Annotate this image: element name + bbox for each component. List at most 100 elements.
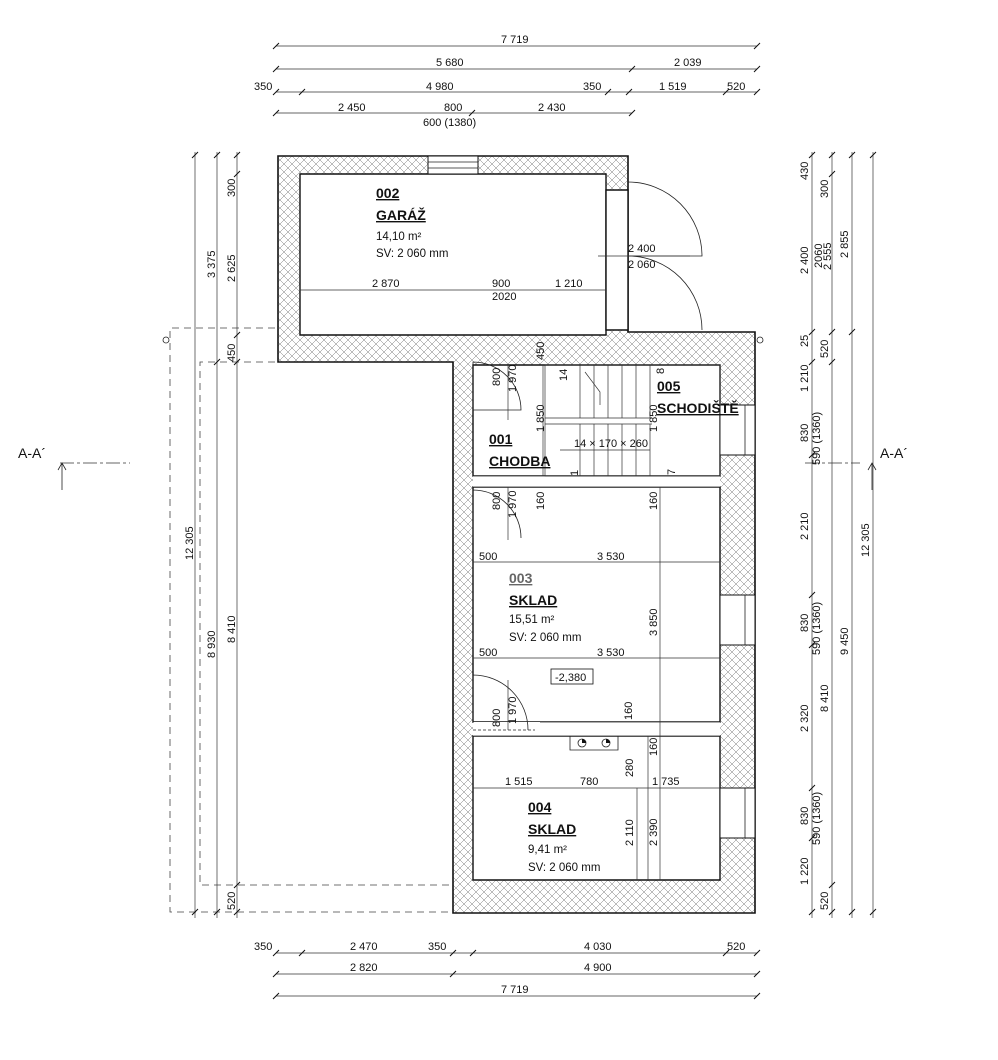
dim-text: 1 735 bbox=[652, 776, 680, 788]
dim-text: 9 450 bbox=[839, 627, 851, 655]
dim-text: 8 410 bbox=[226, 615, 238, 643]
dim-text: 2020 bbox=[492, 291, 516, 303]
room-name: SCHODIŠTĚ bbox=[657, 399, 739, 416]
level-mark: -2,380 bbox=[550, 668, 594, 685]
dim-text: 2 820 bbox=[350, 962, 378, 974]
interior-dimensions: 2 870 900 1 210 2020 2 400 2 060 800 1 9… bbox=[372, 243, 680, 846]
dim-text: 7 bbox=[666, 469, 678, 475]
walls bbox=[277, 155, 756, 914]
dim-text: 590 (1360) bbox=[811, 792, 823, 845]
dim-text: 830 bbox=[799, 807, 811, 825]
room-height: SV: 2 060 mm bbox=[376, 248, 448, 260]
doors bbox=[472, 181, 703, 731]
room-name: CHODBA bbox=[489, 453, 550, 469]
dim-text: 520 bbox=[727, 941, 745, 953]
dim-text: 1 519 bbox=[659, 81, 687, 93]
dim-text: 4 030 bbox=[584, 941, 612, 953]
dim-text: 2 625 bbox=[226, 254, 238, 282]
dim-text: 2 039 bbox=[674, 57, 702, 69]
dim-text: 800 bbox=[491, 492, 503, 510]
dim-text: 600 (1380) bbox=[423, 117, 476, 129]
room-height: SV: 2 060 mm bbox=[528, 862, 600, 874]
dim-text: 1 210 bbox=[799, 364, 811, 392]
dim-text: 2 555 bbox=[822, 242, 834, 270]
dim-text: 350 bbox=[583, 81, 601, 93]
dim-text: 1 850 bbox=[535, 404, 547, 432]
dim-text: 500 bbox=[479, 551, 497, 563]
dim-text: 2 110 bbox=[624, 819, 636, 846]
dim-text: 2 400 bbox=[799, 246, 811, 274]
dim-text: 830 bbox=[799, 614, 811, 632]
dim-text: 12 305 bbox=[184, 526, 196, 560]
dim-text: 8 930 bbox=[206, 630, 218, 658]
dim-text: 160 bbox=[648, 492, 660, 510]
dim-text: 8 bbox=[655, 368, 667, 374]
section-label-right: A-A´ bbox=[880, 445, 908, 461]
dim-text: 3 850 bbox=[648, 608, 660, 636]
dim-text: 1 970 bbox=[507, 490, 519, 518]
dim-text: 2 210 bbox=[799, 512, 811, 540]
dim-text: 2 470 bbox=[350, 941, 378, 953]
dim-text: 450 bbox=[535, 342, 547, 360]
dim-text: 350 bbox=[254, 941, 272, 953]
dim-text: 800 bbox=[491, 709, 503, 727]
dim-text: 160 bbox=[648, 738, 660, 756]
dim-text: 350 bbox=[428, 941, 446, 953]
dim-text: 520 bbox=[819, 892, 831, 910]
dim-text: 280 bbox=[624, 759, 636, 777]
dim-text: 3 375 bbox=[206, 250, 218, 278]
dim-text: 1 210 bbox=[555, 278, 583, 290]
top-dimensions: 7 719 5 680 2 039 350 4 980 350 1 519 52… bbox=[254, 34, 745, 129]
dim-text: 590 (1360) bbox=[811, 602, 823, 655]
dim-text: 590 (1360) bbox=[811, 412, 823, 465]
dim-text: 1 850 bbox=[648, 404, 660, 432]
dim-text: 520 bbox=[819, 340, 831, 358]
dim-text: 14 bbox=[558, 369, 570, 381]
stairs-spec: 14 × 170 × 260 bbox=[574, 438, 648, 450]
dim-text: 500 bbox=[479, 647, 497, 659]
dim-text: 1 970 bbox=[507, 696, 519, 724]
dim-text: 450 bbox=[226, 344, 238, 362]
dim-text: 7 719 bbox=[501, 984, 529, 996]
room-number: 003 bbox=[509, 570, 533, 586]
room-number: 005 bbox=[657, 378, 681, 394]
dim-text: 830 bbox=[799, 424, 811, 442]
dim-text: 1 220 bbox=[799, 857, 811, 885]
room-labels: 002 GARÁŽ 14,10 m² SV: 2 060 mm 005 SCHO… bbox=[376, 185, 739, 874]
dim-text: 2 390 bbox=[648, 818, 660, 846]
room-area: 15,51 m² bbox=[509, 614, 555, 626]
dim-text: 780 bbox=[580, 776, 598, 788]
right-dimensions: 430 2 400 25 1 210 830 2 210 830 2 320 8… bbox=[799, 162, 872, 910]
dim-text: 2 430 bbox=[538, 102, 566, 114]
dim-text: 5 680 bbox=[436, 57, 464, 69]
dim-text: 8 410 bbox=[819, 684, 831, 712]
level-mark-value: -2,380 bbox=[555, 672, 586, 684]
room-number: 002 bbox=[376, 185, 400, 201]
dim-text: 800 bbox=[444, 102, 462, 114]
left-dimensions: 12 305 3 375 8 930 300 2 625 450 8 410 5… bbox=[184, 179, 238, 910]
dim-text: 4 900 bbox=[584, 962, 612, 974]
dimension-lines bbox=[57, 42, 877, 1000]
room-height: SV: 2 060 mm bbox=[509, 632, 581, 644]
dim-text: 3 530 bbox=[597, 647, 625, 659]
dim-text: 160 bbox=[535, 492, 547, 510]
section-label-left: A-A´ bbox=[18, 445, 46, 461]
dim-text: 2 060 bbox=[628, 259, 656, 271]
overhead-outline bbox=[162, 327, 764, 913]
dim-text: 520 bbox=[226, 892, 238, 910]
dim-text: 800 bbox=[491, 368, 503, 386]
dim-text: 4 980 bbox=[426, 81, 454, 93]
room-area: 9,41 m² bbox=[528, 844, 567, 856]
dim-text: 2 450 bbox=[338, 102, 366, 114]
dim-text: 520 bbox=[727, 81, 745, 93]
dim-text: 1 970 bbox=[507, 364, 519, 392]
dim-text: 1 515 bbox=[505, 776, 533, 788]
dim-text: 2 855 bbox=[839, 230, 851, 258]
dim-text: 350 bbox=[254, 81, 272, 93]
dim-text: 25 bbox=[799, 335, 811, 347]
section-labels: A-A´ A-A´ bbox=[18, 445, 908, 461]
dim-text: 2 400 bbox=[628, 243, 656, 255]
dim-text: 12 305 bbox=[860, 523, 872, 557]
dim-text: 3 530 bbox=[597, 551, 625, 563]
